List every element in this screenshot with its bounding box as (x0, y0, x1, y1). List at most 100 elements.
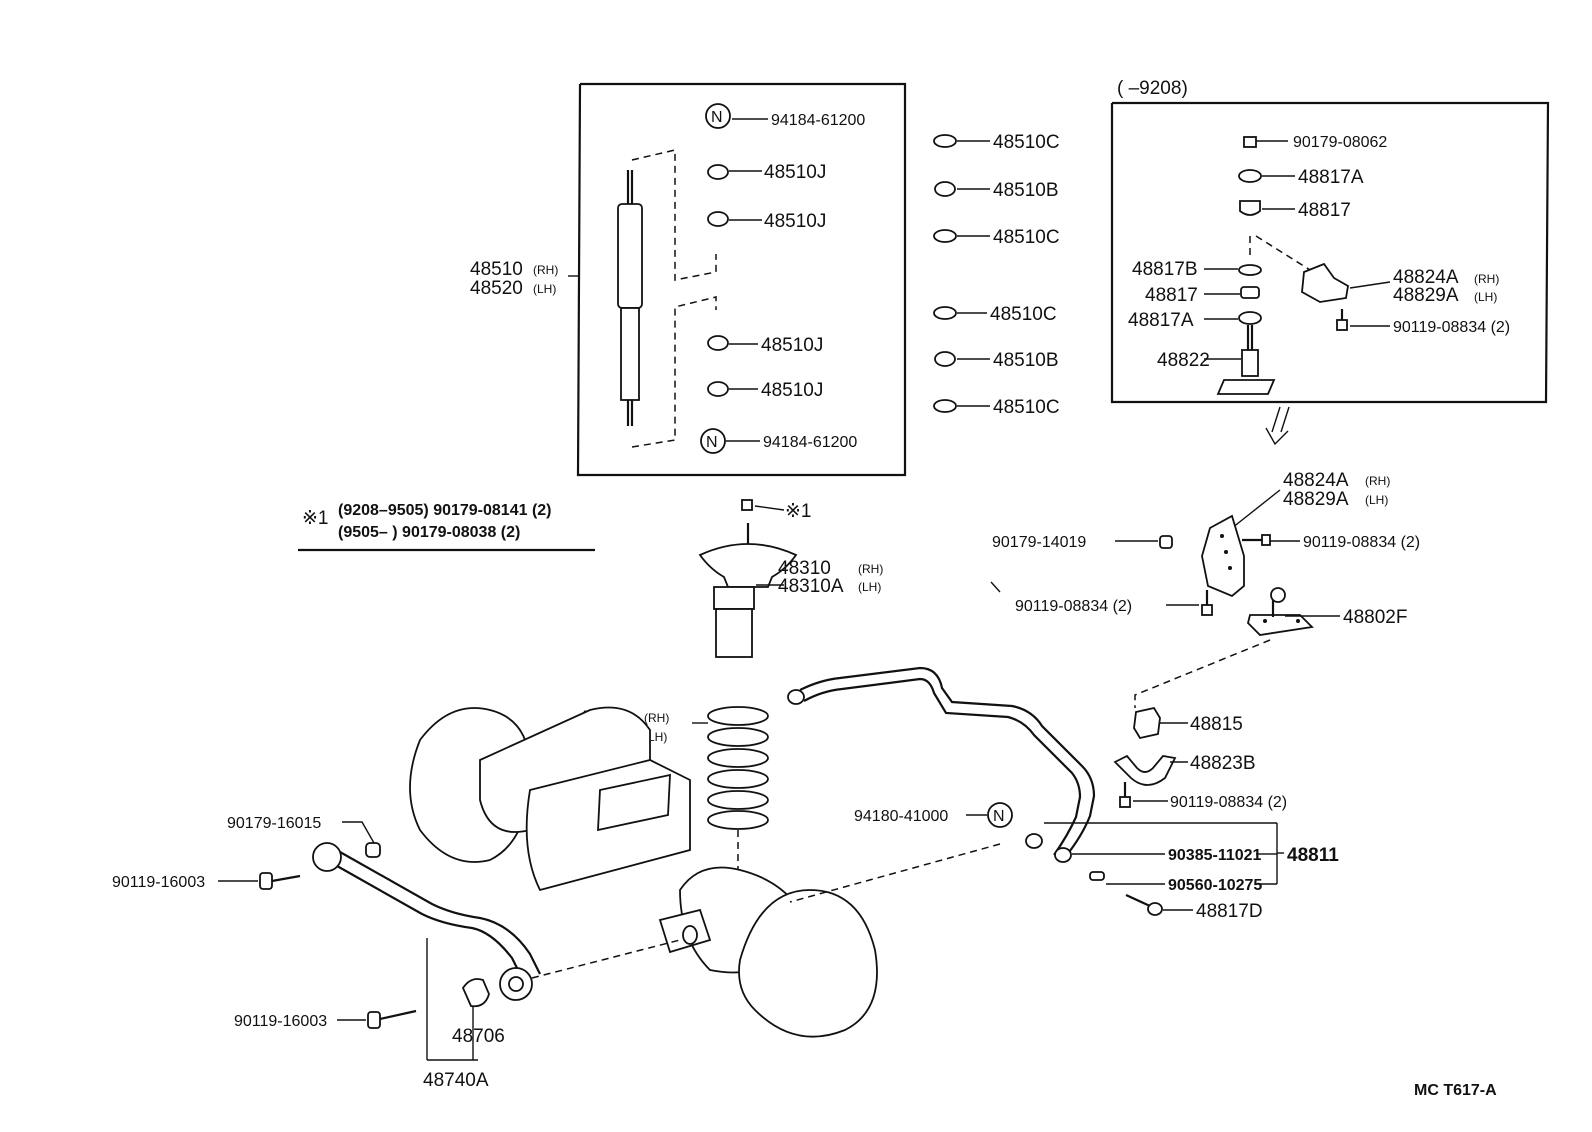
stab-clamp-part[interactable] (1113, 754, 1177, 786)
label-washer-4: 48510C (990, 304, 1057, 325)
note-row-2: (9505– ) 90179-08038 (2) (338, 524, 520, 541)
label-bush-2: 48510J (764, 211, 826, 232)
label-ll-nut: 90179-16015 (227, 815, 321, 832)
label-ll-bolt-top: 90119-16003 (112, 874, 205, 891)
label-bush-4: 48510J (761, 380, 823, 401)
stabilizer-bar[interactable] (787, 666, 1096, 857)
label-bush-1: 48510J (764, 162, 826, 183)
label-rg-bolt-b: 90119-08834 (2) (1015, 598, 1132, 615)
bolt-icon-c (1119, 782, 1131, 808)
washer-icon (933, 134, 957, 413)
label-rg-link-pin: 90560-10275 (1168, 877, 1262, 894)
label-um-7: 48822 (1157, 350, 1210, 371)
lateral-rod[interactable] (329, 861, 523, 979)
coil-spring[interactable] (707, 706, 769, 830)
stab-bracket-group: 48824A (RH) 48829A (LH) 90179-14019 9011… (990, 470, 1420, 922)
diagram-code: MC T617-A (1414, 1082, 1497, 1099)
bolt-icon-f (367, 1009, 417, 1029)
bracket-part[interactable] (1301, 262, 1349, 303)
note-mark: ※1 (302, 508, 329, 529)
stab-link-bracket[interactable] (1247, 587, 1314, 636)
nut-icon-c (365, 842, 381, 858)
nut-icon (1159, 535, 1173, 549)
pin-icon (1089, 871, 1105, 881)
stab-bracket-part[interactable] (1201, 514, 1245, 598)
label-um-6: 48817A (1128, 310, 1194, 331)
lateral-rod-group: 90179-16015 90119-16003 90119-16003 4870… (112, 815, 681, 1091)
label-ll-bush: 48706 (452, 1026, 505, 1047)
nut-icon-b (1054, 847, 1072, 863)
label-ll-rod-assy: 48740A (423, 1070, 489, 1091)
label-rg-nut: 90179-14019 (992, 534, 1086, 551)
label-ll-bolt-bottom: 90119-16003 (234, 1013, 327, 1030)
label-rg-link-nut: 90385-11021 (1168, 847, 1262, 864)
note-block: ※1 (9208–9505) 90179-08141 (2) (9505– ) … (298, 502, 595, 552)
label-rg-bracket-side: (RH) (1365, 474, 1390, 488)
label-washer-3: 48510C (993, 227, 1060, 248)
label-washer-2: 48510B (993, 180, 1059, 201)
label-rg-bolt-c: 90119-08834 (2) (1170, 794, 1287, 811)
label-bumper-alt-side: (LH) (858, 580, 881, 594)
label-bumper-mark: ※1 (785, 501, 812, 522)
label-rg-bracket-b: 48823B (1190, 753, 1256, 774)
bump-stopper[interactable] (698, 499, 798, 658)
label-bumper: 48310 (778, 558, 831, 579)
axle-housing[interactable] (409, 706, 878, 1038)
bolt-icon-e (259, 872, 301, 890)
label-um-1: 90179-08062 (1293, 134, 1387, 151)
nut-n-icon: N (705, 103, 731, 129)
label-nut-top: 94184-61200 (771, 112, 865, 129)
nut-n-stab-icon: N (987, 802, 1013, 828)
label-um-bracket-alt: 48829A (1393, 285, 1459, 306)
label-um-bolt: 90119-08834 (2) (1393, 319, 1510, 336)
label-stab-nut: 94180-41000 (854, 808, 948, 825)
stab-bush-part[interactable] (1133, 706, 1161, 740)
label-rg-bracket: 48824A (1283, 470, 1349, 491)
label-um-4: 48817B (1132, 259, 1198, 280)
label-rg-bracket-alt: 48829A (1283, 489, 1349, 510)
nut-n-bottom-icon: N (700, 428, 726, 454)
bolt-icon-d (1125, 894, 1163, 916)
label-bumper-side: (RH) (858, 562, 883, 576)
upper-mount-stack[interactable] (1216, 136, 1276, 395)
bushing-icon (707, 164, 729, 397)
label-rg-bracket-alt-side: (LH) (1365, 493, 1388, 507)
label-washer-1: 48510C (993, 132, 1060, 153)
upper-mount-box: ( –9208) 90179-08062 48817A 48817 48817B (1110, 78, 1550, 404)
label-um-3: 48817 (1298, 200, 1351, 221)
label-bush-3: 48510J (761, 335, 823, 356)
label-shock-rh-side: (RH) (533, 263, 558, 277)
label-rg-bolt-a: 90119-08834 (2) (1303, 534, 1420, 551)
bolt-icon (1336, 309, 1348, 331)
label-um-bracket: 48824A (1393, 267, 1459, 288)
label-rg-bush: 48815 (1190, 714, 1243, 735)
shock-absorber[interactable] (617, 170, 643, 426)
label-um-5: 48817 (1145, 285, 1198, 306)
shock-absorber-box: N 94184-61200 48510J 48510J 48510J 48510… (568, 82, 907, 477)
nut-symbol-label-3: N (993, 808, 1005, 825)
label-shock-lh-side: (LH) (533, 282, 556, 296)
label-spring-side: (RH) (644, 711, 669, 725)
arrow-down-icon (1265, 406, 1290, 446)
bolt-icon-b (1201, 590, 1213, 616)
label-nut-bottom: 94184-61200 (763, 434, 857, 451)
label-um-bracket-alt-side: (LH) (1474, 290, 1497, 304)
label-washer-5: 48510B (993, 350, 1059, 371)
label-washer-6: 48510C (993, 397, 1060, 418)
bolt-icon-a (1242, 534, 1271, 546)
label-rg-link-bolt: 48817D (1196, 901, 1263, 922)
label-bumper-alt: 48310A (778, 576, 844, 597)
label-range: ( –9208) (1117, 78, 1188, 99)
label-shock-rh: 48510 (470, 259, 523, 280)
nut-symbol-label-2: N (706, 434, 718, 451)
nut-symbol-label: N (711, 109, 723, 126)
washer-column: 48510C 48510B 48510C 48510C 48510B 48510… (933, 132, 1060, 418)
note-row-1: (9208–9505) 90179-08141 (2) (338, 502, 552, 519)
label-rg-link: 48802F (1343, 607, 1407, 628)
label-shock-lh: 48520 (470, 278, 523, 299)
label-um-2: 48817A (1298, 167, 1364, 188)
bush-icon (461, 978, 490, 1008)
label-rg-link-assy: 48811 (1287, 845, 1339, 866)
label-um-bracket-side: (RH) (1474, 272, 1499, 286)
